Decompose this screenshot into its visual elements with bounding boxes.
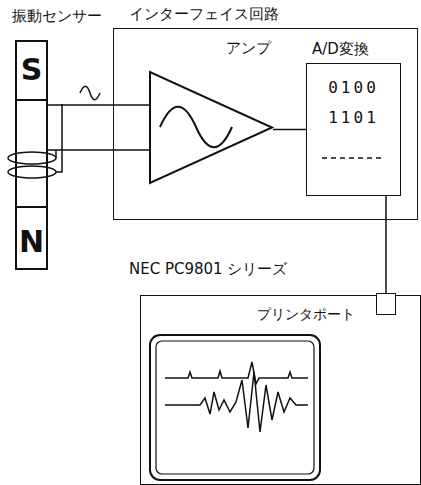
text-slot: 振動センサー — [12, 7, 102, 25]
printer-port: プリンタポート — [376, 293, 396, 315]
binary-data: 1101 — [307, 108, 400, 127]
text-slot: インターフェイス回路 — [129, 5, 279, 23]
amp-label: アンプ — [226, 39, 271, 57]
sensor-label: 振動センサー — [12, 7, 102, 25]
magnet-sensor: 振動センサーSN — [15, 40, 48, 270]
pole-letter: S — [17, 52, 46, 88]
pole-divider — [15, 99, 48, 101]
port-label: プリンタポート — [257, 306, 355, 323]
signal-wire — [273, 129, 306, 131]
pole-divider — [15, 206, 48, 208]
signal-symbol — [80, 86, 100, 100]
waveform-trace — [165, 372, 308, 432]
text-slot: A/D変換 — [312, 40, 369, 58]
connector-group — [48, 105, 386, 293]
coil-lead — [56, 104, 62, 172]
amplifier-triangle: アンプ — [149, 71, 273, 184]
text-slot: アンプ — [226, 39, 271, 57]
triangle-outline — [149, 71, 273, 184]
pole-letter: N — [17, 224, 46, 260]
pc-box: NEC PC9801 シリーズプリンタポート — [140, 295, 421, 485]
screen-frame — [150, 335, 320, 480]
text-slot: S — [17, 52, 46, 88]
ad-converter-box: A/D変換01001101 — [306, 63, 401, 196]
text-slot: N — [17, 224, 46, 260]
signal-wire — [48, 105, 149, 150]
signal-wire — [385, 196, 387, 293]
waveform-trace — [165, 362, 308, 384]
triangle-shape — [150, 72, 272, 183]
text-slot: 0100 — [307, 78, 400, 97]
interface-box: インターフェイス回路アンプA/D変換01001101 — [113, 28, 418, 220]
text-slot: プリンタポート — [257, 306, 355, 323]
pc-label: NEC PC9801 シリーズ — [129, 260, 287, 278]
text-slot: 1101 — [307, 108, 400, 127]
screen-inner — [156, 341, 314, 474]
data-dashes — [322, 157, 385, 159]
binary-data: 0100 — [307, 78, 400, 97]
text-slot: NEC PC9801 シリーズ — [129, 260, 287, 278]
coil-lead — [55, 150, 57, 158]
interface-label: インターフェイス回路 — [129, 5, 279, 23]
amp-sine — [160, 107, 232, 148]
ad-label: A/D変換 — [312, 40, 369, 58]
